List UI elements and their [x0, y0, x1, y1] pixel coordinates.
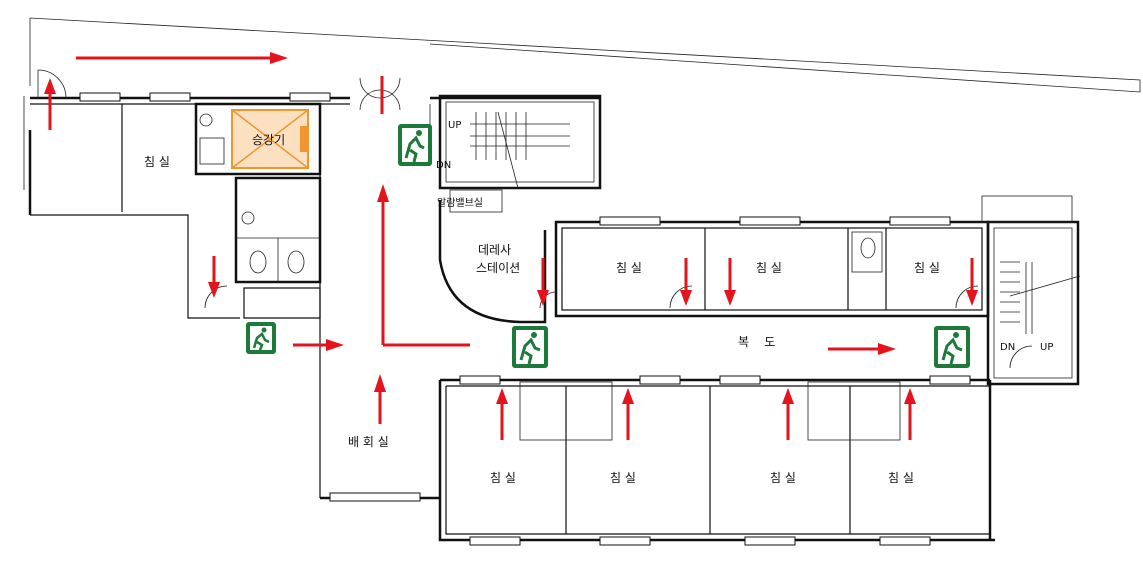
stair-core-north	[438, 94, 602, 190]
room-label-bedroom-n3: 침 실	[914, 261, 940, 275]
room-label-nurse-station-1: 데레사	[478, 243, 511, 257]
room-label-bedroom-west: 침 실	[144, 155, 170, 169]
windows	[79, 92, 971, 546]
stair-core-east	[981, 195, 1081, 386]
running-man-exit-icon	[934, 326, 970, 368]
room-label-bedroom-n2: 침 실	[756, 261, 782, 275]
stair-up-label-north: UP	[448, 120, 461, 131]
running-man-exit-icon	[398, 124, 432, 166]
nurse-station-wall	[438, 200, 547, 324]
running-man-exit-icon	[512, 326, 548, 368]
room-label-bedroom-s2: 침 실	[610, 471, 636, 485]
restroom-block-west	[234, 176, 322, 319]
room-label-nurse-station-2: 스테이션	[476, 261, 520, 275]
room-label-corridor: 복 도	[738, 335, 775, 349]
evacuation-arrows	[44, 52, 978, 440]
stair-dn-label-north: DN	[436, 160, 451, 171]
room-label-elevator: 승강기	[252, 133, 285, 147]
room-label-bedroom-s1: 침 실	[490, 471, 516, 485]
room-label-bedroom-s3: 침 실	[770, 471, 796, 485]
stair-up-label-east: UP	[1040, 342, 1053, 353]
room-label-alarm-valve: 알람밸브실	[437, 196, 483, 209]
running-man-exit-icon	[246, 322, 276, 354]
south-bedroom-row	[440, 378, 992, 540]
room-label-bedroom-n1: 침 실	[616, 261, 642, 275]
stair-dn-label-east: DN	[1000, 342, 1015, 353]
alarm-valve-room	[449, 189, 503, 213]
room-label-utility: 배 회 실	[348, 435, 389, 449]
room-label-bedroom-s4: 침 실	[888, 471, 914, 485]
site-boundary	[29, 17, 1141, 93]
elevator-block	[194, 102, 322, 176]
doors	[37, 69, 1033, 369]
